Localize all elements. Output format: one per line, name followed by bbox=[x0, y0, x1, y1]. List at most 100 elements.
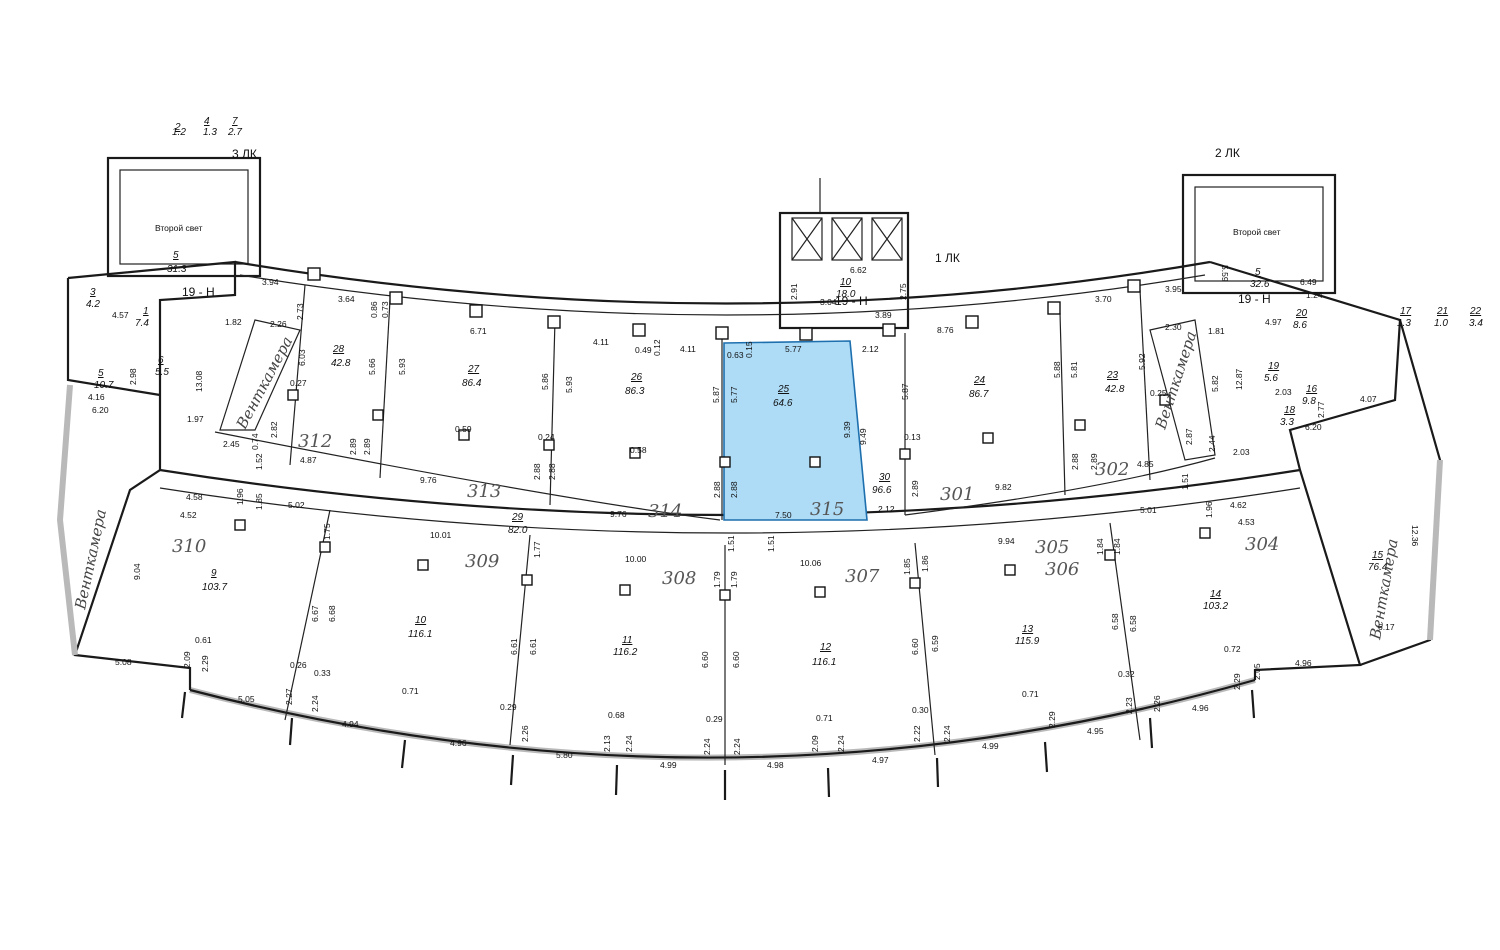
svg-text:1.3: 1.3 bbox=[1397, 318, 1411, 329]
room-number: 29 bbox=[511, 512, 524, 523]
svg-text:4.97: 4.97 bbox=[1265, 317, 1282, 327]
svg-text:8.76: 8.76 bbox=[937, 325, 954, 335]
svg-text:1.3: 1.3 bbox=[203, 127, 217, 138]
lift-shaft-2 bbox=[831, 217, 863, 261]
room-number: 6 bbox=[158, 355, 164, 366]
stair-left-level: 19 - Н bbox=[182, 285, 215, 299]
svg-text:5.77: 5.77 bbox=[785, 344, 802, 354]
svg-text:6.68: 6.68 bbox=[327, 605, 337, 622]
svg-text:3.64: 3.64 bbox=[338, 294, 355, 304]
svg-text:2.09: 2.09 bbox=[182, 651, 192, 668]
stair-left-labels: 3 ЛК 2 1.2 4 1.3 7 2.7 Второй свет 5 31.… bbox=[155, 116, 257, 299]
svg-text:7.50: 7.50 bbox=[775, 510, 792, 520]
svg-text:2.73: 2.73 bbox=[295, 303, 305, 320]
partition-11-10 bbox=[509, 534, 531, 746]
svg-text:2.88: 2.88 bbox=[712, 481, 722, 498]
svg-text:1.75: 1.75 bbox=[322, 523, 332, 540]
room-area: 96.6 bbox=[872, 485, 892, 496]
room-area: 116.2 bbox=[613, 647, 638, 658]
svg-text:1.86: 1.86 bbox=[920, 555, 930, 572]
svg-text:2.82: 2.82 bbox=[269, 421, 279, 438]
svg-text:3.4: 3.4 bbox=[1469, 318, 1483, 329]
svg-text:0.74: 0.74 bbox=[250, 433, 260, 450]
room-number: 5 bbox=[98, 368, 104, 379]
svg-text:2: 2 bbox=[174, 122, 181, 133]
svg-text:3.89: 3.89 bbox=[875, 310, 892, 320]
room-labels: 28 42.8 27 86.4 26 86.3 25 64.6 24 86.7 … bbox=[86, 287, 1388, 668]
lift-level: 19 - Н bbox=[835, 294, 868, 308]
room-area: 86.4 bbox=[462, 378, 482, 389]
partition-24-23 bbox=[1059, 312, 1066, 496]
room-area: 64.6 bbox=[773, 398, 793, 409]
svg-text:6.58: 6.58 bbox=[1110, 613, 1120, 630]
vent-shaft-left bbox=[219, 319, 301, 431]
svg-text:5.82: 5.82 bbox=[1210, 375, 1220, 392]
svg-text:6.20: 6.20 bbox=[1305, 422, 1322, 432]
left-service-wall bbox=[66, 278, 161, 397]
svg-text:17: 17 bbox=[1400, 306, 1412, 317]
upper-outer-wall bbox=[234, 260, 1211, 305]
room-number: 24 bbox=[973, 375, 986, 386]
svg-text:4.58: 4.58 bbox=[186, 492, 203, 502]
room-number: 20 bbox=[1295, 308, 1308, 319]
svg-text:2.29: 2.29 bbox=[1047, 711, 1057, 728]
svg-text:4.62: 4.62 bbox=[1230, 500, 1247, 510]
svg-text:4.87: 4.87 bbox=[300, 455, 317, 465]
svg-text:6.20: 6.20 bbox=[92, 405, 109, 415]
room-area: 103.7 bbox=[202, 582, 227, 593]
unit-302: 302 bbox=[1095, 459, 1129, 480]
svg-text:4: 4 bbox=[204, 116, 210, 127]
svg-text:4.07: 4.07 bbox=[1360, 394, 1377, 404]
svg-text:6.58: 6.58 bbox=[1128, 615, 1138, 632]
svg-text:2.91: 2.91 bbox=[789, 283, 799, 300]
svg-text:22: 22 bbox=[1469, 306, 1482, 317]
left-gray-wall bbox=[56, 384, 78, 656]
room-number: 23 bbox=[1106, 370, 1119, 381]
lift-labels: 1 ЛК 10 18.0 19 - Н bbox=[835, 251, 960, 308]
vent-label: Венткамера bbox=[232, 334, 296, 433]
svg-text:12.36: 12.36 bbox=[1410, 525, 1420, 547]
svg-text:2.24: 2.24 bbox=[624, 735, 634, 752]
dimension-labels: 3.94 1.82 2.26 2.73 3.64 0.86 0.73 6.71 … bbox=[88, 265, 1420, 770]
unit-314: 314 bbox=[648, 501, 682, 522]
svg-text:2.89: 2.89 bbox=[362, 438, 372, 455]
svg-text:2.27: 2.27 bbox=[284, 688, 294, 705]
svg-text:2.29: 2.29 bbox=[200, 655, 210, 672]
room-area: 9.8 bbox=[1302, 396, 1316, 407]
svg-text:2.45: 2.45 bbox=[223, 439, 240, 449]
svg-text:2.05: 2.05 bbox=[1252, 663, 1262, 680]
svg-text:5.92: 5.92 bbox=[1137, 353, 1147, 370]
svg-text:1.0: 1.0 bbox=[1434, 318, 1448, 329]
room-area: 103.2 bbox=[1203, 601, 1228, 612]
left-wing-wall bbox=[67, 260, 237, 690]
svg-text:4.11: 4.11 bbox=[680, 344, 696, 354]
room-number: 1 bbox=[143, 306, 149, 317]
svg-text:9.82: 9.82 bbox=[995, 482, 1012, 492]
room-area: 8.6 bbox=[1293, 320, 1307, 331]
svg-text:1.51: 1.51 bbox=[726, 535, 736, 552]
svg-text:6.60: 6.60 bbox=[910, 638, 920, 655]
svg-text:2.24: 2.24 bbox=[310, 695, 320, 712]
svg-text:6.62: 6.62 bbox=[850, 265, 867, 275]
svg-text:0.49: 0.49 bbox=[635, 345, 652, 355]
room-area: 76.4 bbox=[1368, 562, 1388, 573]
svg-text:4.94: 4.94 bbox=[342, 719, 359, 729]
svg-text:2.77: 2.77 bbox=[1316, 401, 1326, 418]
room-area: 5.5 bbox=[155, 367, 169, 378]
svg-text:3.04: 3.04 bbox=[820, 297, 837, 307]
room-area: 82.0 bbox=[508, 525, 528, 536]
stair-left-text: Второй свет bbox=[155, 223, 203, 233]
svg-text:2.30: 2.30 bbox=[1165, 322, 1182, 332]
svg-text:0.27: 0.27 bbox=[290, 378, 307, 388]
svg-text:5.02: 5.02 bbox=[288, 500, 305, 510]
svg-text:5.93: 5.93 bbox=[564, 376, 574, 393]
svg-text:1.51: 1.51 bbox=[766, 535, 776, 552]
svg-text:6.49: 6.49 bbox=[1300, 277, 1317, 287]
svg-text:3.70: 3.70 bbox=[1095, 294, 1112, 304]
svg-text:0.86: 0.86 bbox=[369, 301, 379, 318]
svg-text:9.39: 9.39 bbox=[842, 421, 852, 438]
svg-text:5.08: 5.08 bbox=[115, 657, 132, 667]
room-number: 28 bbox=[332, 344, 345, 355]
svg-text:5.87: 5.87 bbox=[900, 383, 910, 400]
svg-text:2.26: 2.26 bbox=[270, 319, 287, 329]
